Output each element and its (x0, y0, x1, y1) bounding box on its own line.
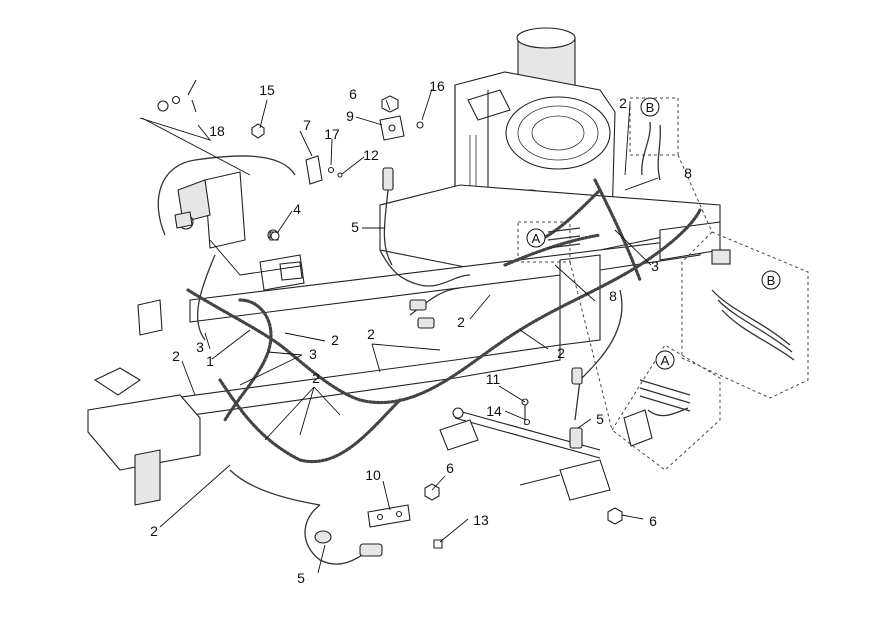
detail-letter: A (661, 353, 670, 368)
callout-5-right: 5 (596, 411, 604, 427)
detail-label-a-inset: A (655, 350, 675, 370)
callout-2-right: 2 (557, 345, 565, 361)
wiring-harness (186, 178, 702, 565)
callout-3-right: 3 (651, 258, 659, 274)
callout-7: 7 (303, 117, 311, 133)
callout-11: 11 (486, 371, 501, 387)
callout-2-lower: 2 (312, 370, 320, 386)
callout-2-engine: 2 (457, 314, 465, 330)
callout-10: 10 (365, 467, 381, 483)
callout-2-center: 2 (367, 326, 375, 342)
callout-17: 17 (324, 126, 340, 142)
callout-3-center: 3 (309, 346, 317, 362)
callout-4: 4 (293, 201, 301, 217)
detail-label-b-inset: B (761, 270, 781, 290)
callout-numbers: 18 15 6 9 16 7 17 12 4 5 2 8 3 8 2 3 1 3… (150, 78, 692, 586)
tractor-frame (87, 184, 721, 506)
detail-label-b-main: B (640, 97, 660, 117)
callout-5-bottom: 5 (297, 570, 305, 586)
callout-14: 14 (486, 403, 502, 419)
callout-1: 1 (206, 353, 214, 369)
detail-insets (517, 97, 809, 471)
callout-5-upper: 5 (351, 219, 359, 235)
detail-letter: A (532, 231, 541, 246)
detail-letter: B (646, 100, 655, 115)
callout-9: 9 (346, 108, 354, 124)
callout-2-mid: 2 (331, 332, 339, 348)
callout-6-right: 6 (649, 513, 657, 529)
callout-6-top: 6 (349, 86, 357, 102)
detail-label-a-main: A (526, 228, 546, 248)
callout-13: 13 (473, 512, 489, 528)
callout-3-left: 3 (196, 339, 204, 355)
callout-16: 16 (429, 78, 445, 94)
callout-6-mid: 6 (446, 460, 454, 476)
callout-8-lower: 8 (609, 288, 617, 304)
callout-2-top-right: 2 (619, 95, 627, 111)
callout-2-left: 2 (172, 348, 180, 364)
leader-lines (139, 88, 659, 574)
callout-15: 15 (259, 82, 275, 98)
callout-18: 18 (209, 123, 225, 139)
detail-letter: B (767, 273, 776, 288)
callout-2-bottom: 2 (150, 523, 158, 539)
callout-8-upper: 8 (684, 165, 692, 181)
callout-12: 12 (363, 147, 379, 163)
